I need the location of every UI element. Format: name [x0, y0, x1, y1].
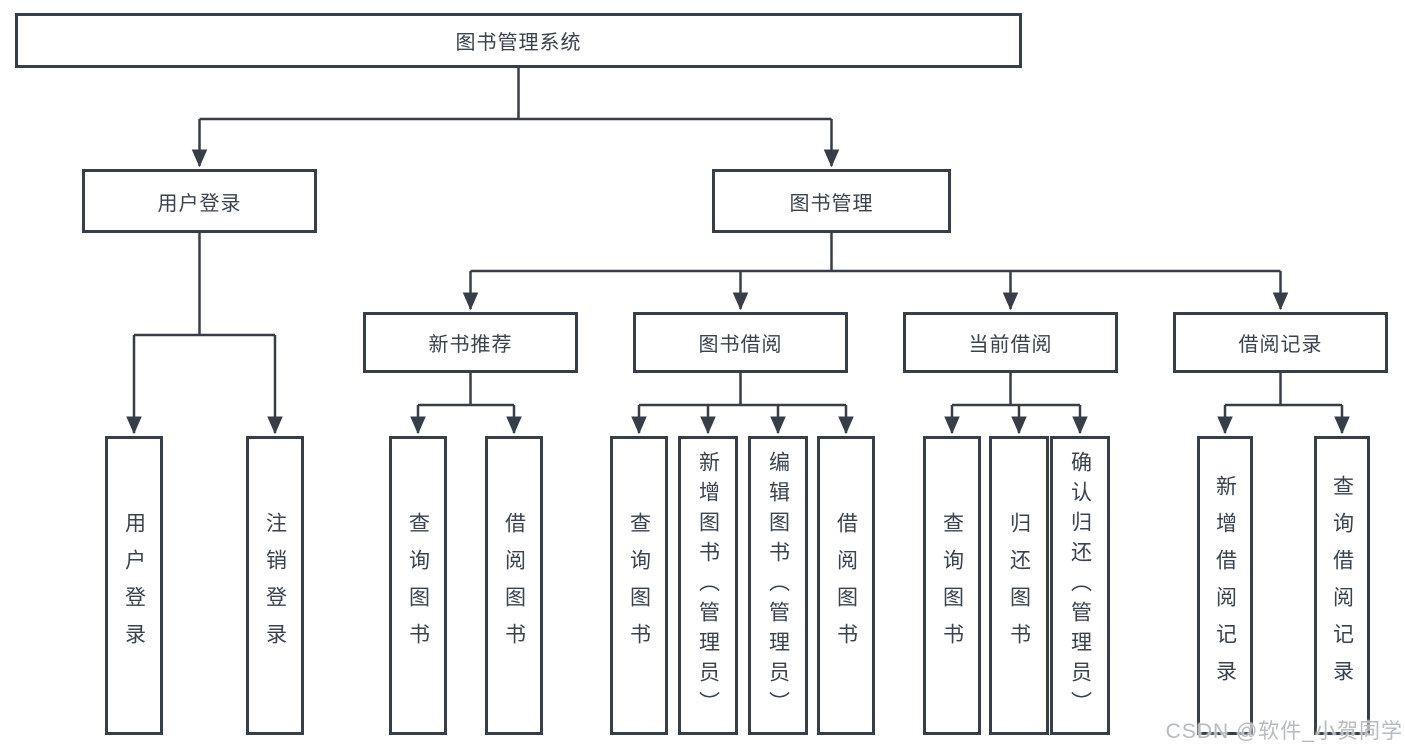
leaf-node-current-return-books: 归还图书	[989, 436, 1049, 735]
leaf-node-borrow-borrow-books: 借阅图书	[817, 436, 875, 735]
leaf-node-user-login: 用户登录	[105, 436, 163, 735]
leaf-node-borrow-edit-books-admin: 编辑图书（管理员）	[748, 436, 808, 735]
branch-node-book-management: 图书管理	[712, 169, 951, 233]
leaf-node-rec-borrow-books: 借阅图书	[485, 436, 543, 735]
leaf-node-logout: 注销登录	[246, 436, 304, 735]
section-node-current-borrow: 当前借阅	[903, 312, 1118, 373]
section-node-new-book-recommend: 新书推荐	[363, 312, 578, 373]
root-node-library-management-system: 图书管理系统	[15, 13, 1022, 68]
leaf-node-borrow-add-books-admin: 新增图书（管理员）	[678, 436, 738, 735]
leaf-node-records-add-record: 新增借阅记录	[1197, 436, 1253, 735]
section-node-borrow-records: 借阅记录	[1173, 312, 1388, 373]
leaf-node-borrow-query-books: 查询图书	[610, 436, 668, 735]
leaf-node-records-query-record: 查询借阅记录	[1314, 436, 1370, 735]
section-node-book-borrow: 图书借阅	[633, 312, 848, 373]
leaf-node-rec-query-books: 查询图书	[389, 436, 447, 735]
leaf-node-current-query-books: 查询图书	[923, 436, 981, 735]
leaf-node-current-confirm-return-admin: 确认归还（管理员）	[1050, 436, 1110, 735]
branch-node-user-login: 用户登录	[82, 169, 317, 233]
